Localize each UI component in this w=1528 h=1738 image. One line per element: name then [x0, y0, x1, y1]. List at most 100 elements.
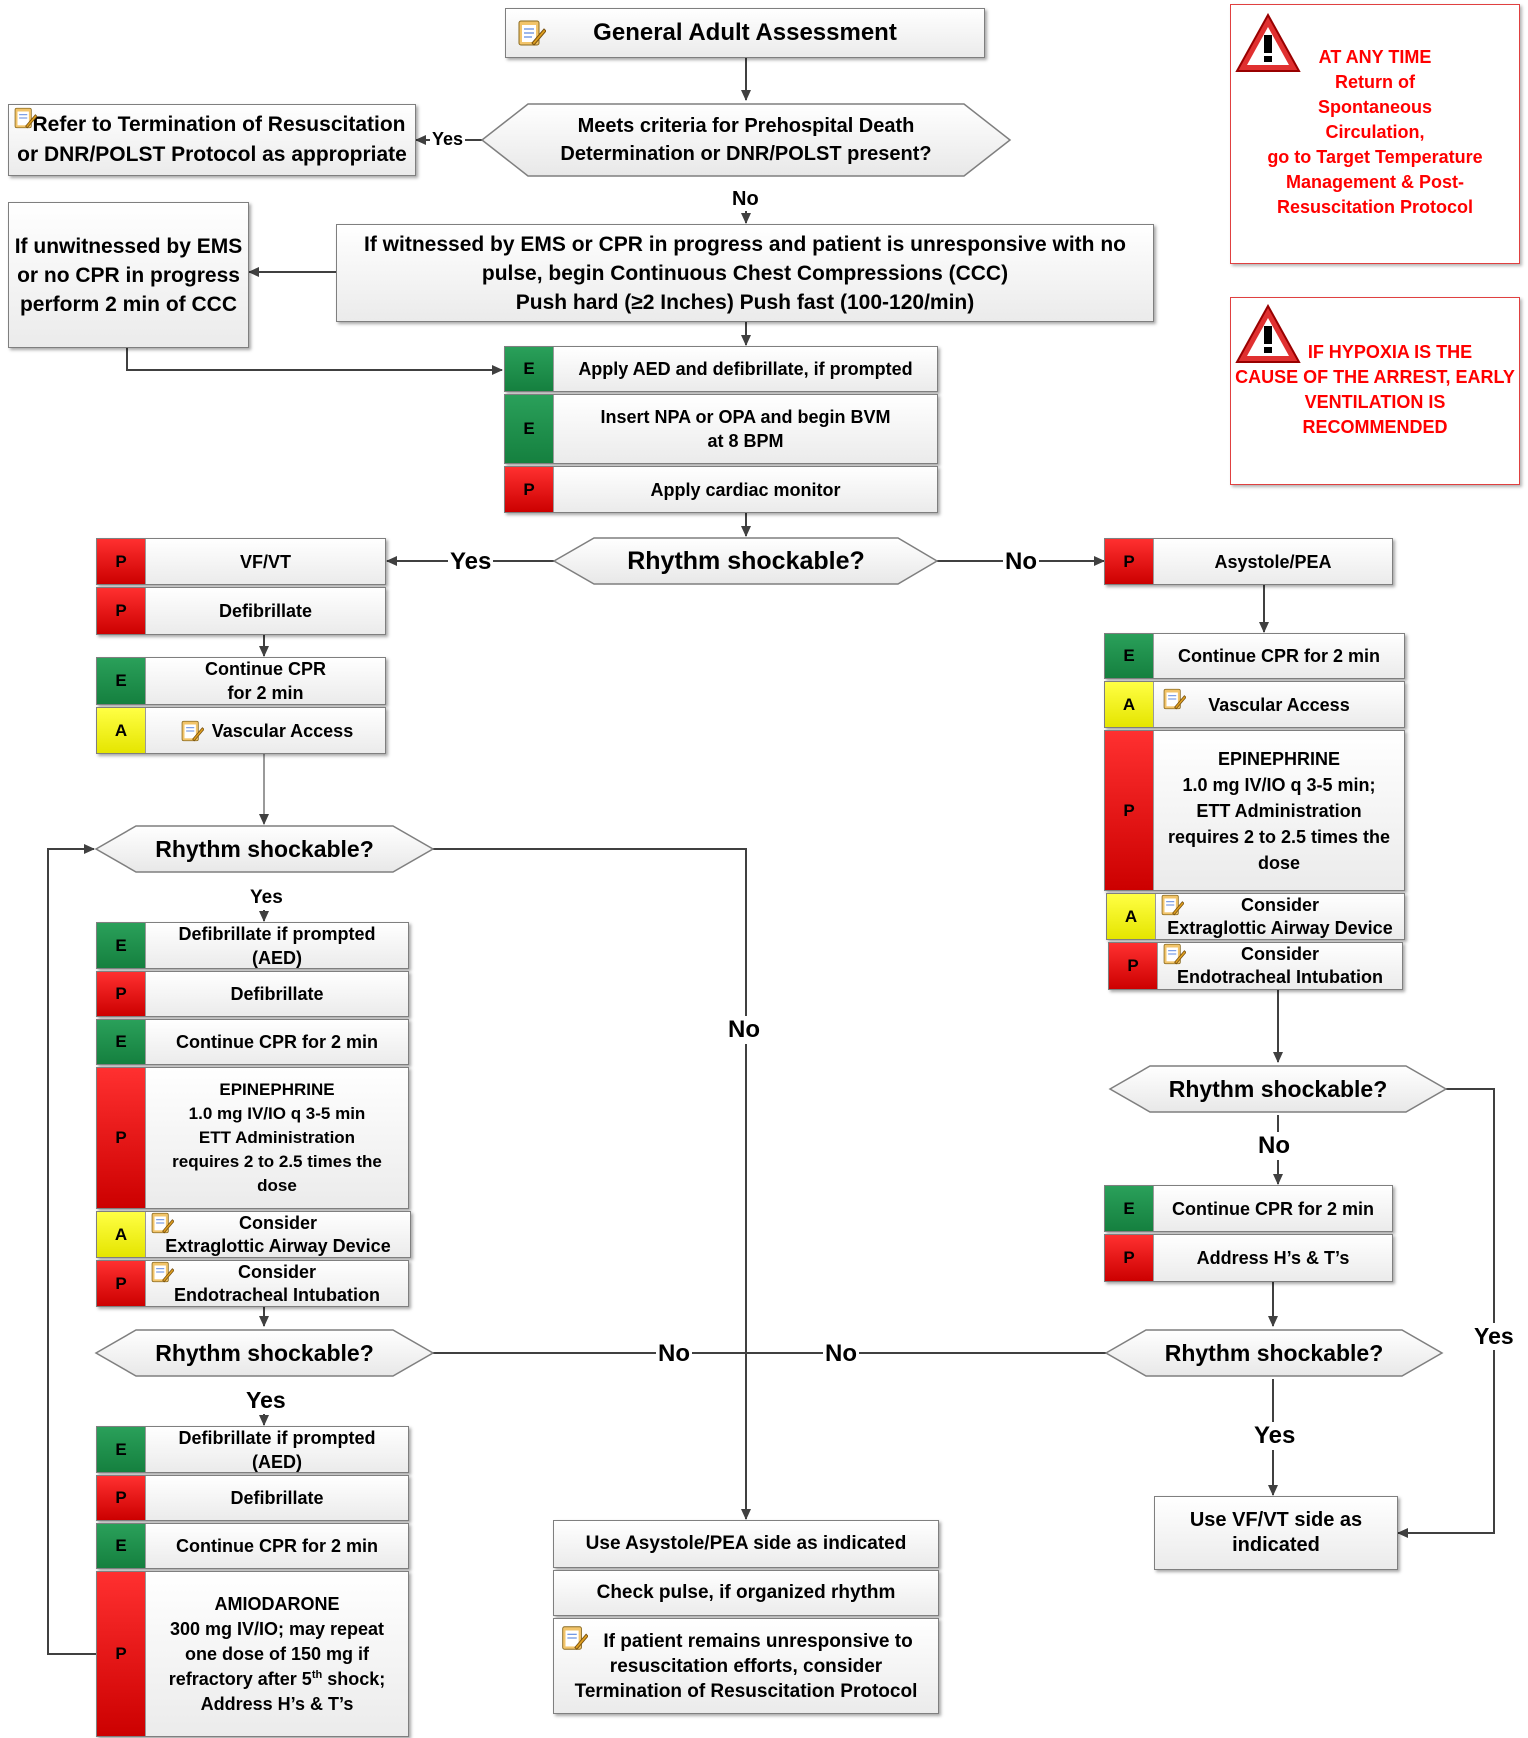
- step-line1: Insert NPA or OPA and begin BVM: [600, 407, 891, 427]
- step-text: Defibrillate: [145, 972, 408, 1016]
- step-line2: Extraglottic Airway Device: [165, 1235, 391, 1256]
- hypoxia-line3: VENTILATION IS: [1304, 392, 1446, 412]
- step-text: Consider Endotracheal Intubation: [1157, 943, 1402, 989]
- cycle1-extraglottic-step: A Consider Extraglottic Airway Device: [96, 1211, 411, 1258]
- step-line2: 1.0 mg IV/IO q 3-5 min;: [1182, 774, 1376, 795]
- step-line4: requires 2 to 2.5 times the: [1167, 826, 1391, 847]
- step-line5: Address H’s & T’s: [200, 1693, 354, 1714]
- clipboard-icon: [514, 17, 547, 49]
- step-text: Defibrillate: [145, 1476, 408, 1520]
- as-extraglottic-step: A Consider Extraglottic Airway Device: [1106, 893, 1405, 940]
- step-text: Apply AED and defibrillate, if prompted: [553, 347, 937, 391]
- dnr-no-label: No: [730, 188, 761, 211]
- emt-badge: E: [97, 1427, 145, 1472]
- cycle2-defibrillate-step: P Defibrillate: [96, 1475, 409, 1521]
- hypoxia-alert: IF HYPOXIA IS THE CAUSE OF THE ARREST, E…: [1230, 297, 1520, 485]
- clipboard-icon: [1160, 941, 1187, 967]
- cycle1-defib-aed-step: E Defibrillate if prompted (AED): [96, 922, 409, 969]
- vf2-decision-question: Rhythm shockable?: [155, 1339, 374, 1366]
- hypoxia-line1: IF HYPOXIA IS THE: [1307, 342, 1473, 362]
- rosc-line1: AT ANY TIME: [1318, 47, 1432, 67]
- main-no-label: No: [1003, 548, 1039, 576]
- step-cardiac-monitor: P Apply cardiac monitor: [504, 466, 938, 513]
- unwitnessed-line1: If unwitnessed by EMS: [14, 234, 243, 258]
- step-text: Continue CPR for 2 min: [1153, 1186, 1392, 1231]
- paramedic-badge: P: [97, 1476, 145, 1520]
- step-line2: for 2 min: [227, 683, 304, 703]
- vf1-decision-shape: [94, 825, 435, 873]
- emt-badge: E: [1105, 634, 1153, 678]
- clipboard-icon: [178, 718, 205, 744]
- center-termination-box: If patient remains unresponsive to resus…: [553, 1618, 939, 1714]
- clipboard-icon: [148, 1210, 175, 1236]
- as-continue-cpr-step: E Continue CPR for 2 min: [1104, 633, 1405, 679]
- refer-box: Refer to Termination of Resuscitation or…: [8, 104, 416, 176]
- step-text: Defibrillate: [145, 588, 385, 634]
- refer-line1: Refer to Termination of Resuscitation: [32, 113, 406, 136]
- step-line1: Vascular Access: [1208, 694, 1350, 715]
- vf-defibrillate-step: P Defibrillate: [96, 587, 386, 635]
- aemt-badge: A: [1107, 894, 1155, 939]
- use-vf-line2: indicated: [1232, 1534, 1320, 1556]
- emt-badge: E: [97, 658, 145, 704]
- step-insert-airway: E Insert NPA or OPA and begin BVM at 8 B…: [504, 394, 938, 464]
- step-line1: Continue CPR: [205, 659, 326, 679]
- as1-no-label: No: [1256, 1132, 1292, 1160]
- paramedic-badge: P: [505, 467, 553, 512]
- emt-badge: E: [505, 347, 553, 391]
- step-line1: Consider: [1240, 944, 1319, 964]
- emt-badge: E: [97, 1524, 145, 1568]
- step-text: Consider Endotracheal Intubation: [145, 1261, 408, 1306]
- paramedic-badge: P: [1109, 943, 1157, 989]
- step-line1: EPINEPHRINE: [219, 1080, 335, 1099]
- rosc-line5: go to Target Temperature: [1267, 147, 1483, 167]
- dnr-question-line2: Determination or DNR/POLST present?: [560, 143, 932, 165]
- cycle1-continue-cpr-step: E Continue CPR for 2 min: [96, 1019, 409, 1065]
- ccc-box: If witnessed by EMS or CPR in progress a…: [336, 224, 1154, 322]
- aemt-badge: A: [97, 1212, 145, 1257]
- center-use-asystole-box: Use Asystole/PEA side as indicated: [553, 1520, 939, 1568]
- step-line1: Defibrillate if prompted: [178, 923, 376, 944]
- step-text: Address H’s & T’s: [1153, 1235, 1392, 1281]
- paramedic-badge: P: [97, 539, 145, 584]
- assessment-title: General Adult Assessment: [593, 19, 897, 46]
- step-text: Continue CPR for 2 min: [145, 1524, 408, 1568]
- step-line1: Consider: [238, 1212, 317, 1233]
- aemt-badge: A: [97, 708, 145, 753]
- as-vascular-access-step: A Vascular Access: [1104, 681, 1405, 728]
- warning-triangle-icon: [1235, 303, 1301, 364]
- step-text: Continue CPR for 2 min: [1153, 634, 1404, 678]
- step-line2: Endotracheal Intubation: [173, 1284, 380, 1305]
- use-vf-line1: Use VF/VT side as: [1189, 1509, 1363, 1531]
- step-text: Continue CPR for 2 min: [145, 1020, 408, 1064]
- step-line5: dose: [1257, 852, 1300, 873]
- step-line2: at 8 BPM: [707, 431, 784, 451]
- step-text: AMIODARONE 300 mg IV/IO; may repeat one …: [145, 1572, 408, 1736]
- warning-triangle-icon: [1235, 12, 1301, 73]
- cycle1-intubation-step: P Consider Endotracheal Intubation: [96, 1260, 409, 1307]
- rosc-line4: Circulation,: [1325, 122, 1425, 142]
- step-line3: ETT Administration: [1196, 800, 1362, 821]
- main-decision-question: Rhythm shockable?: [627, 546, 865, 575]
- vf2-decision-shape: [94, 1329, 435, 1377]
- main-decision-shape: [552, 537, 939, 585]
- step-line4-sup: th: [311, 1668, 323, 1681]
- rosc-line3: Spontaneous: [1317, 97, 1432, 117]
- dnr-question: Meets criteria for Prehospital Death Det…: [528, 108, 964, 172]
- vf-vt-step: P VF/VT: [96, 538, 386, 585]
- cycle2-amiodarone-step: P AMIODARONE 300 mg IV/IO; may repeat on…: [96, 1571, 409, 1737]
- step-text: EPINEPHRINE 1.0 mg IV/IO q 3-5 min; ETT …: [1153, 731, 1404, 890]
- emt-badge: E: [1105, 1186, 1153, 1231]
- paramedic-badge: P: [97, 1068, 145, 1208]
- step-apply-aed: E Apply AED and defibrillate, if prompte…: [504, 346, 938, 392]
- step-line1: Consider: [237, 1261, 316, 1282]
- step-text: Defibrillate if prompted (AED): [145, 1427, 408, 1472]
- as2-yes-label: Yes: [1252, 1422, 1298, 1450]
- step-line2: Endotracheal Intubation: [1176, 967, 1383, 987]
- clipboard-icon: [148, 1259, 175, 1285]
- step-text: Insert NPA or OPA and begin BVM at 8 BPM: [553, 395, 937, 463]
- center-line3: Termination of Resuscitation Protocol: [574, 1680, 918, 1702]
- unwitnessed-box: If unwitnessed by EMS or no CPR in progr…: [8, 202, 249, 348]
- vf1-no-label: No: [726, 1016, 762, 1044]
